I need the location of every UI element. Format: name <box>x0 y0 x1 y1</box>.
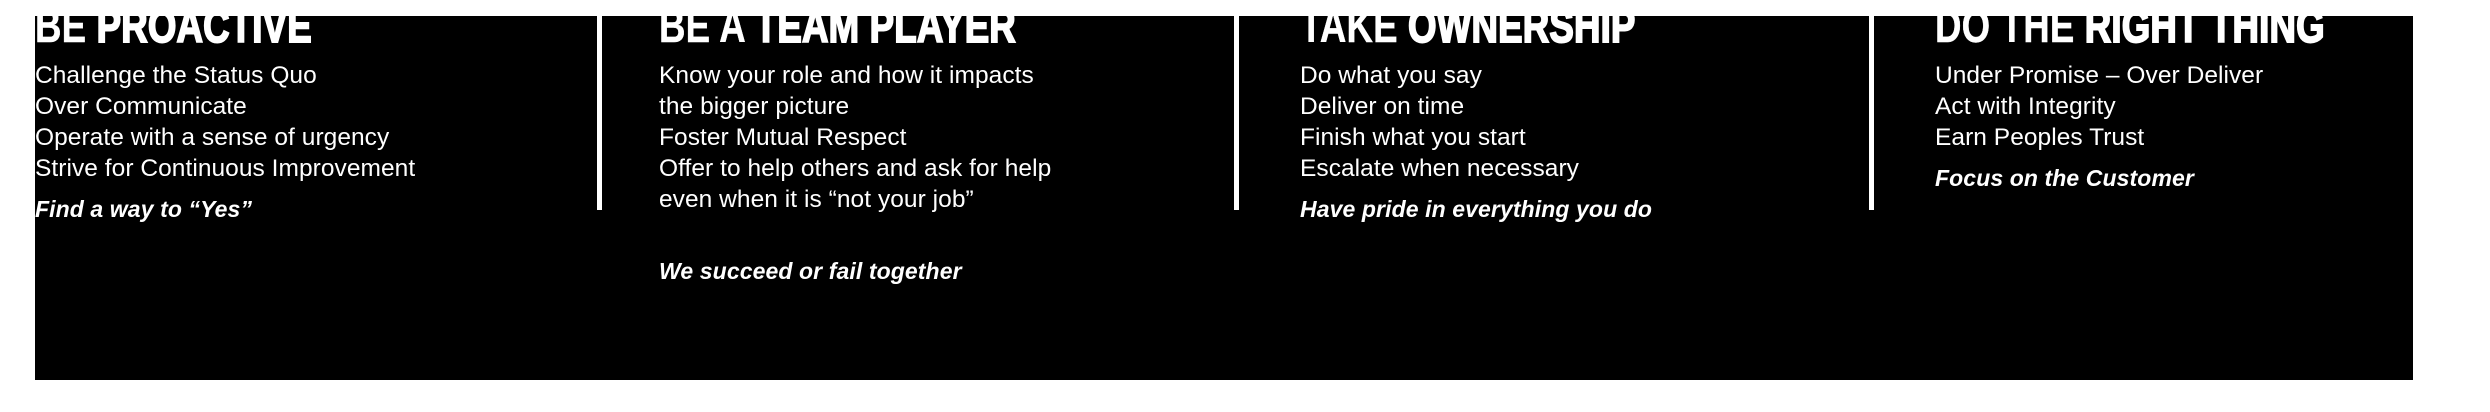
value-line-list: Challenge the Status Quo Over Communicat… <box>35 60 595 184</box>
column-divider <box>597 16 602 210</box>
value-line-list: Do what you say Deliver on time Finish w… <box>1300 60 1870 184</box>
column-heading: TAKE OWNERSHIP <box>1300 16 1636 54</box>
value-line: Foster Mutual Respect <box>659 124 907 151</box>
value-column-do-the-right-thing: DO THE RIGHT THING Under Promise – Over … <box>1935 16 2413 380</box>
column-heading-light-part: BE <box>35 16 97 52</box>
column-heading: BE A TEAM PLAYER <box>659 16 1017 54</box>
value-line-list: Know your role and how it impacts the bi… <box>659 60 1234 215</box>
value-line: Strive for Continuous Improvement <box>35 155 416 182</box>
core-values-board: BE PROACTIVE Challenge the Status Quo Ov… <box>35 16 2413 380</box>
value-line: Escalate when necessary <box>1300 155 1579 182</box>
value-line: Operate with a sense of urgency <box>35 124 390 151</box>
value-column-take-ownership: TAKE OWNERSHIP Do what you say Deliver o… <box>1300 16 1870 380</box>
value-line: Act with Integrity <box>1935 93 2116 120</box>
value-line: Know your role and how it impacts <box>659 62 1034 89</box>
column-heading-light-part: DO THE <box>1935 16 2085 52</box>
column-heading: DO THE RIGHT THING <box>1935 16 2325 54</box>
column-heading-bold-part: TEAM PLAYER <box>754 16 1016 53</box>
column-tagline: Focus on the Customer <box>1935 165 2194 191</box>
column-divider <box>1869 16 1874 210</box>
value-line: Finish what you start <box>1300 124 1526 151</box>
column-heading-bold-part: RIGHT THING <box>2084 16 2325 53</box>
value-line-list: Under Promise – Over Deliver Act with In… <box>1935 60 2413 153</box>
value-line: the bigger picture <box>659 93 850 120</box>
values-column-group: BE PROACTIVE Challenge the Status Quo Ov… <box>35 16 2413 380</box>
value-line: Offer to help others and ask for help <box>659 155 1052 182</box>
column-heading: BE PROACTIVE <box>35 16 312 54</box>
column-heading-light-part: TAKE <box>1300 16 1409 52</box>
value-column-be-proactive: BE PROACTIVE Challenge the Status Quo Ov… <box>35 16 595 380</box>
value-line: Earn Peoples Trust <box>1935 124 2145 151</box>
value-line: Do what you say <box>1300 62 1482 89</box>
column-tagline: We succeed or fail together <box>659 258 962 284</box>
column-tagline: Find a way to “Yes” <box>35 196 253 222</box>
value-line: Challenge the Status Quo <box>35 62 317 89</box>
column-tagline: Have pride in everything you do <box>1300 196 1653 222</box>
column-heading-bold-part: PROACTIVE <box>96 16 313 53</box>
value-line: Under Promise – Over Deliver <box>1935 62 2264 89</box>
column-heading-bold-part: OWNERSHIP <box>1407 16 1636 53</box>
value-line: even when it is “not your job” <box>659 186 974 213</box>
column-divider <box>1234 16 1239 210</box>
value-line: Over Communicate <box>35 93 247 120</box>
column-heading-light-part: BE A <box>659 16 755 52</box>
value-column-be-a-team-player: BE A TEAM PLAYER Know your role and how … <box>659 16 1234 380</box>
value-line: Deliver on time <box>1300 93 1465 120</box>
